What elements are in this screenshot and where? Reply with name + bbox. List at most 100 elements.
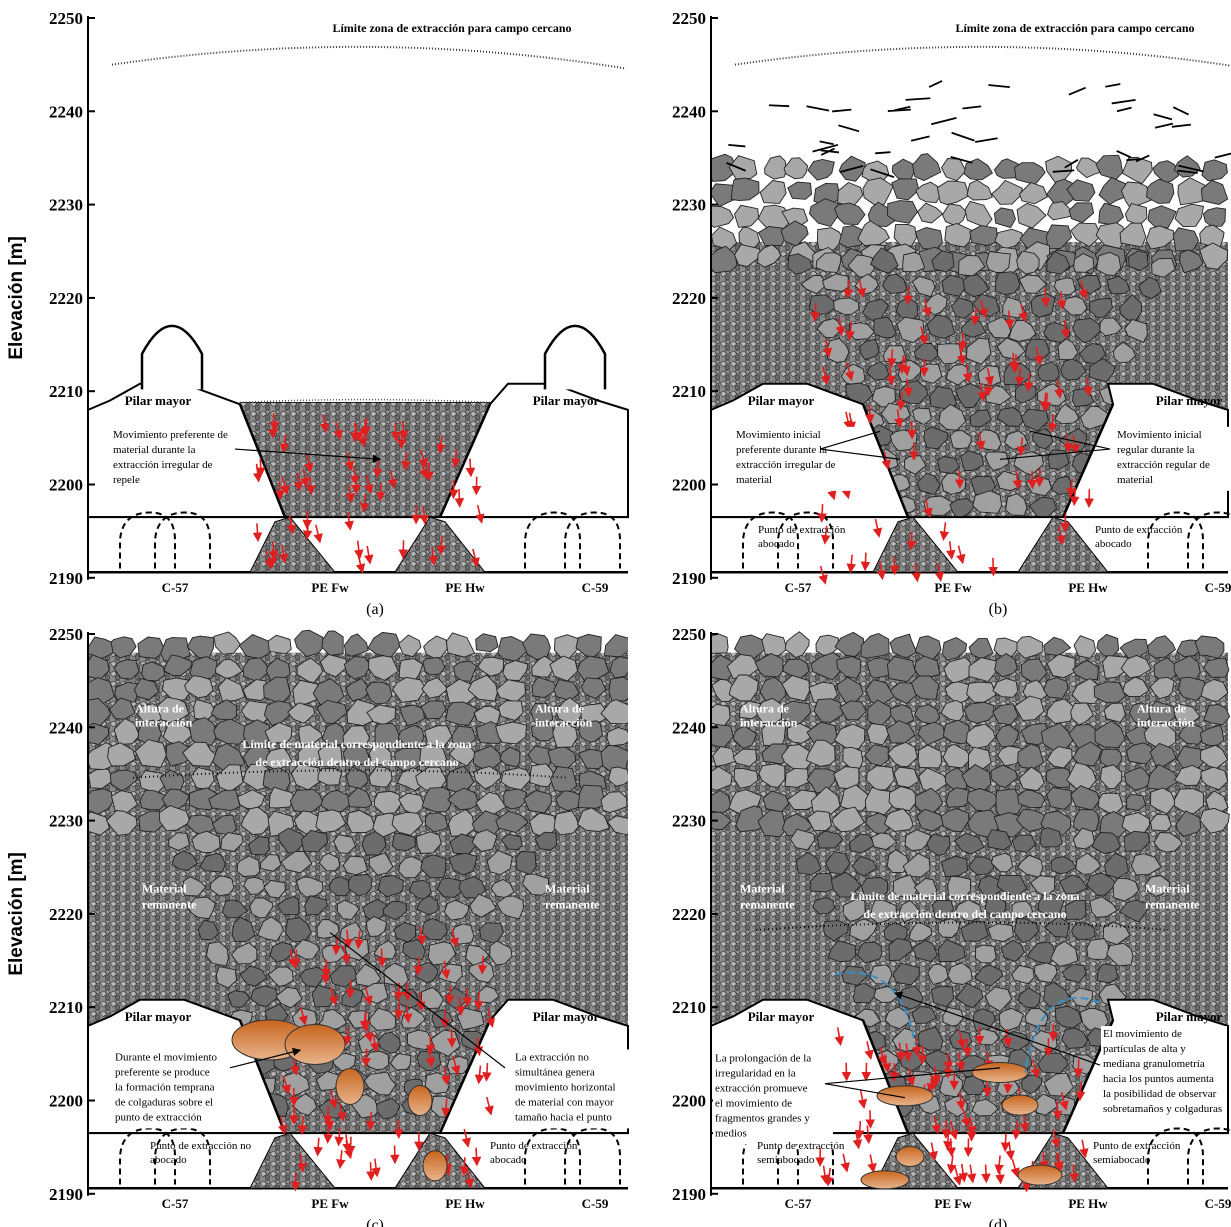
flow-arrow (398, 421, 409, 441)
drift-dashed (564, 511, 621, 569)
rock-fragment (1018, 766, 1045, 792)
y-tick-label: 2210 (49, 998, 83, 1017)
flow-arrow (440, 1066, 451, 1086)
flow-arrow (287, 949, 298, 968)
flow-arrow (462, 988, 473, 1008)
rock-fragment (1118, 899, 1150, 923)
rock-fragment (555, 697, 583, 726)
flow-arrow (1047, 413, 1058, 433)
flow-arrow (304, 454, 314, 473)
rock-fragment (197, 919, 220, 941)
rock-fragment (942, 743, 973, 769)
rock-fragment (1086, 938, 1109, 960)
rock-fragment (267, 634, 292, 655)
fracture-mark (1135, 154, 1150, 163)
rock-fragment (1093, 681, 1127, 703)
fracture-mark (1068, 86, 1086, 96)
rock-fragment (962, 1075, 986, 1096)
rock-fragment (316, 919, 340, 939)
rock-fragment (996, 874, 1028, 896)
flow-arrow (302, 510, 313, 530)
fracture-mark (1111, 98, 1136, 105)
rock-fragment (975, 944, 997, 964)
flow-arrow (1069, 1164, 1079, 1183)
flow-arrow (402, 1004, 413, 1024)
rock-fragment (1072, 741, 1103, 767)
y-tick-label: 2200 (49, 1092, 83, 1111)
flow-arrow (852, 1130, 863, 1150)
rock-fragment (987, 923, 1014, 943)
rock-fragment (1011, 834, 1037, 853)
rock-fragment (220, 832, 244, 852)
rock-fragment (728, 155, 758, 180)
y-tick-label: 2210 (49, 382, 83, 401)
rock-fragment (862, 177, 894, 205)
rock-fragment (383, 962, 409, 987)
rock-fragment (267, 966, 294, 988)
flow-arrow (1054, 380, 1064, 399)
rock-fragment (815, 634, 839, 656)
flow-arrow (402, 982, 412, 1002)
rock-fragment (816, 830, 844, 849)
hang-up-fragment (335, 1068, 365, 1106)
rock-fragment (870, 899, 897, 924)
rock-fragment (421, 786, 452, 813)
flow-arrow (984, 367, 995, 387)
rock-fragment (1152, 160, 1180, 184)
drift-dashed (524, 511, 581, 569)
rock-fragment (477, 985, 500, 1004)
rock-fragment (839, 700, 867, 721)
leader-line (824, 1083, 906, 1099)
rock-fragment (1046, 698, 1075, 725)
flow-arrow (280, 476, 290, 496)
rock-fragment (954, 899, 983, 922)
rock-fragment (815, 252, 842, 273)
rock-fragment (606, 727, 628, 747)
rock-fragment (347, 873, 373, 897)
rock-fragment (230, 942, 258, 965)
rock-fragment (443, 899, 470, 921)
fracture-mark (728, 143, 746, 148)
flow-arrow (459, 1157, 470, 1177)
flow-arrow (902, 1043, 913, 1063)
flow-arrow (876, 561, 887, 581)
rock-fragment (787, 181, 813, 200)
rock-fragment (114, 681, 139, 703)
rock-fragment (1175, 810, 1201, 837)
rock-fragment (783, 157, 809, 180)
rock-fragment (1199, 807, 1230, 834)
rock-fragment (421, 677, 449, 699)
rock-fragment (913, 877, 938, 899)
rock-fragment (1153, 832, 1183, 853)
flow-arrow (359, 493, 370, 513)
rock-fragment (448, 743, 477, 767)
note-right: regular durante la (1117, 444, 1195, 456)
rock-fragment (377, 1031, 401, 1054)
rock-fragment (1018, 274, 1048, 294)
flow-arrow (296, 1153, 307, 1173)
rock-fragment (940, 807, 970, 833)
rock-fragment (955, 383, 984, 408)
flow-arrow (886, 349, 897, 368)
rock-fragment (447, 787, 480, 811)
rock-fragment (972, 490, 1003, 514)
rock-fragment (249, 897, 274, 919)
rock-fragment (321, 630, 344, 656)
flow-arrow (917, 1045, 928, 1065)
fracture-mark (1171, 123, 1192, 128)
rock-fragment (902, 852, 931, 878)
flow-arrow (400, 451, 411, 471)
rock-fragment (453, 660, 478, 682)
rock-fragment (1024, 1008, 1049, 1027)
near-field-limit-label: Límite zona de extracción para campo cer… (955, 21, 1194, 35)
rock-fragment (1030, 293, 1056, 318)
rock-fragment (495, 810, 529, 833)
rock-fragment (260, 854, 282, 872)
flow-arrow (361, 1048, 371, 1068)
x-label-c-57: C-57 (785, 1196, 812, 1211)
rock-fragment (162, 677, 193, 702)
rock-fragment (215, 965, 238, 989)
rock-fragment (927, 963, 949, 986)
rock-fragment (968, 856, 995, 876)
rock-fragment (923, 426, 949, 450)
